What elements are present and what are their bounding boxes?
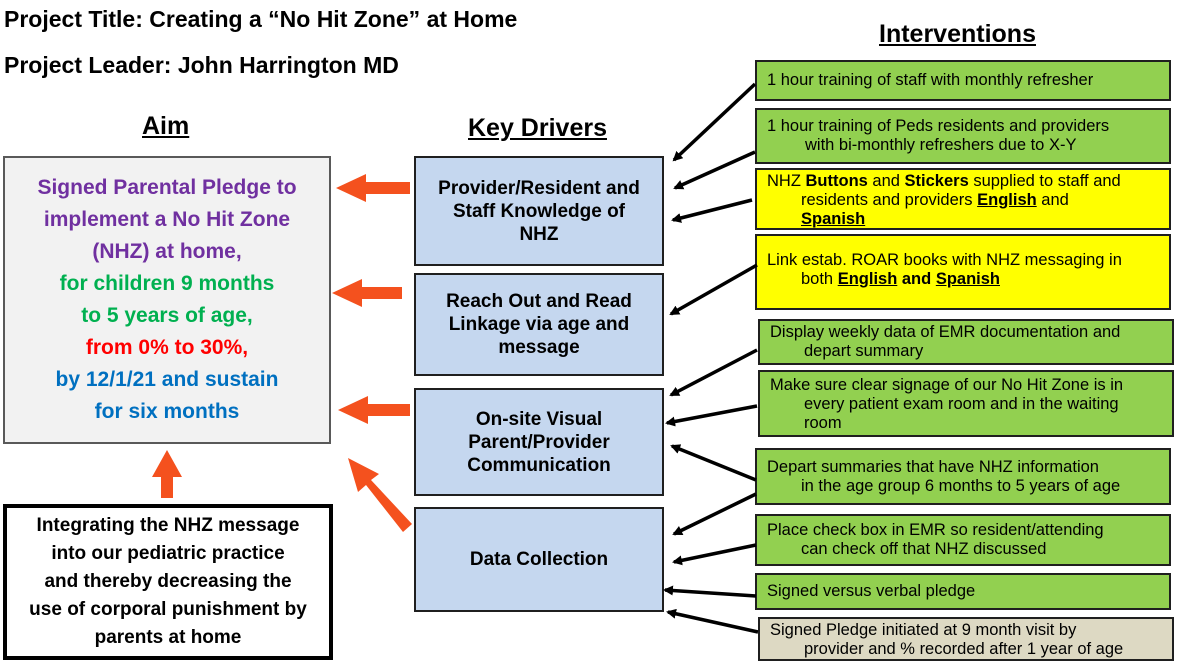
intervention-depart-summaries: Depart summaries that have NHZ informati…: [755, 448, 1171, 505]
driver-line: Communication: [467, 454, 611, 476]
driver-line: Parent/Provider: [468, 431, 610, 453]
black-arrow: [669, 263, 758, 316]
driver-line: Staff Knowledge of: [452, 200, 626, 222]
intervention-resident-training: 1 hour training of Peds residents and pr…: [755, 108, 1171, 164]
aim-line: for six months: [94, 400, 240, 423]
intervention-bold-stickers: Stickers: [904, 172, 969, 190]
black-arrow: [673, 150, 756, 190]
intervention-signage: Make sure clear signage of our No Hit Zo…: [758, 370, 1174, 437]
global-aim-line: into our pediatric practice: [51, 543, 285, 564]
intervention-line: residents and providers English and: [767, 191, 1159, 210]
driver-line: Data Collection: [469, 549, 609, 570]
project-title: Project Title: Creating a “No Hit Zone” …: [4, 6, 518, 32]
intervention-signed-pledge: Signed Pledge initiated at 9 month visit…: [758, 617, 1174, 661]
intervention-line: Make sure clear signage of our No Hit Zo…: [770, 376, 1124, 394]
intervention-line: Signed versus verbal pledge: [767, 582, 976, 600]
intervention-english: English: [977, 191, 1037, 209]
black-arrow: [671, 198, 753, 223]
red-arrow-driver1-to-aim: [336, 174, 410, 202]
intervention-line: Link estab. ROAR books with NHZ messagin…: [767, 251, 1122, 269]
intervention-line: every patient exam room and in the waiti…: [804, 395, 1119, 413]
black-arrow: [669, 348, 758, 397]
intervention-line: Spanish: [767, 210, 1159, 229]
intervention-line: can check off that NHZ discussed: [801, 540, 1047, 558]
aim-box: Signed Parental Pledge to implement a No…: [3, 156, 331, 444]
intervention-line: provider and % recorded after 1 year of …: [804, 640, 1124, 658]
intervention-text: and: [867, 172, 905, 190]
intervention-line: Place check box in EMR so resident/atten…: [767, 521, 1104, 539]
intervention-buttons-stickers: NHZ Buttons and Stickers supplied to sta…: [755, 168, 1171, 230]
intervention-text: both: [801, 270, 838, 288]
intervention-spanish: Spanish: [935, 270, 1000, 288]
aim-line: for children 9 months: [59, 272, 275, 295]
intervention-roar-books: Link estab. ROAR books with NHZ messagin…: [755, 234, 1171, 310]
black-arrow: [670, 444, 757, 482]
black-arrow: [672, 543, 757, 566]
intervention-weekly-data: Display weekly data of EMR documentation…: [758, 319, 1174, 365]
intervention-signed-vs-verbal: Signed versus verbal pledge: [755, 573, 1171, 610]
black-arrow: [665, 404, 758, 427]
aim-line: Signed Parental Pledge to: [37, 176, 297, 199]
intervention-line: 1 hour training of staff with monthly re…: [767, 71, 1094, 89]
driver-line: Provider/Resident and: [438, 177, 640, 199]
intervention-line: Depart summaries that have NHZ informati…: [767, 458, 1099, 476]
project-leader: Project Leader: John Harrington MD: [4, 52, 399, 78]
key-drivers-heading: Key Drivers: [468, 114, 607, 142]
intervention-line: both English and Spanish: [767, 270, 1159, 289]
red-arrow-goal-to-aim: [152, 450, 182, 498]
intervention-line: Signed Pledge initiated at 9 month visit…: [770, 621, 1077, 639]
red-arrow-driver2-to-aim: [332, 279, 402, 307]
intervention-bold-buttons: Buttons: [805, 172, 868, 190]
global-aim-line: Integrating the NHZ message: [36, 515, 300, 536]
driver-provider-knowledge: Provider/Resident and Staff Knowledge of…: [414, 156, 664, 266]
intervention-text: and: [897, 270, 936, 288]
intervention-spanish: Spanish: [801, 210, 866, 228]
intervention-staff-training: 1 hour training of staff with monthly re…: [755, 60, 1171, 101]
driver-visual-communication: On-site Visual Parent/Provider Communica…: [414, 388, 664, 496]
driver-line: Linkage via age and: [448, 314, 630, 335]
aim-line: (NHZ) at home,: [92, 240, 242, 263]
driver-line: NHZ: [519, 223, 559, 245]
driver-reach-out-read: Reach Out and Read Linkage via age and m…: [414, 273, 664, 376]
black-arrow: [672, 82, 757, 162]
intervention-line: depart summary: [804, 342, 924, 360]
intervention-text: supplied to staff and: [968, 172, 1121, 190]
aim-line: to 5 years of age,: [81, 304, 253, 327]
black-arrow: [663, 585, 757, 598]
intervention-line: in the age group 6 months to 5 years of …: [801, 477, 1121, 495]
global-aim-box: Integrating the NHZ message into our ped…: [3, 504, 333, 660]
intervention-line: 1 hour training of Peds residents and pr…: [767, 117, 1110, 135]
intervention-text: NHZ: [767, 172, 806, 190]
aim-line: from 0% to 30%,: [85, 336, 249, 359]
driver-data-collection: Data Collection: [414, 507, 664, 612]
intervention-text: residents and providers: [801, 191, 978, 209]
black-arrow: [666, 608, 759, 634]
aim-line: by 12/1/21 and sustain: [55, 368, 279, 391]
intervention-line: room: [804, 414, 842, 432]
aim-line: implement a No Hit Zone: [43, 208, 291, 231]
intervention-emr-checkbox: Place check box in EMR so resident/atten…: [755, 514, 1171, 566]
red-arrow-data-to-aim: [348, 458, 412, 532]
intervention-line: with bi-monthly refreshers due to X-Y: [805, 136, 1077, 154]
intervention-english: English: [837, 270, 898, 288]
global-aim-line: use of corporal punishment by: [29, 599, 307, 620]
aim-heading: Aim: [142, 112, 190, 140]
driver-line: Reach Out and Read: [446, 291, 632, 312]
intervention-line: Display weekly data of EMR documentation…: [770, 323, 1121, 341]
intervention-line: NHZ Buttons and Stickers supplied to sta…: [767, 172, 1159, 191]
driver-line: On-site Visual: [475, 408, 603, 430]
global-aim-line: parents at home: [94, 627, 242, 648]
global-aim-line: and thereby decreasing the: [44, 571, 292, 592]
intervention-text: and: [1036, 191, 1069, 209]
driver-line: message: [498, 337, 580, 358]
red-arrow-driver3-to-aim: [338, 396, 410, 424]
interventions-heading: Interventions: [879, 20, 1036, 48]
black-arrow: [672, 492, 757, 536]
